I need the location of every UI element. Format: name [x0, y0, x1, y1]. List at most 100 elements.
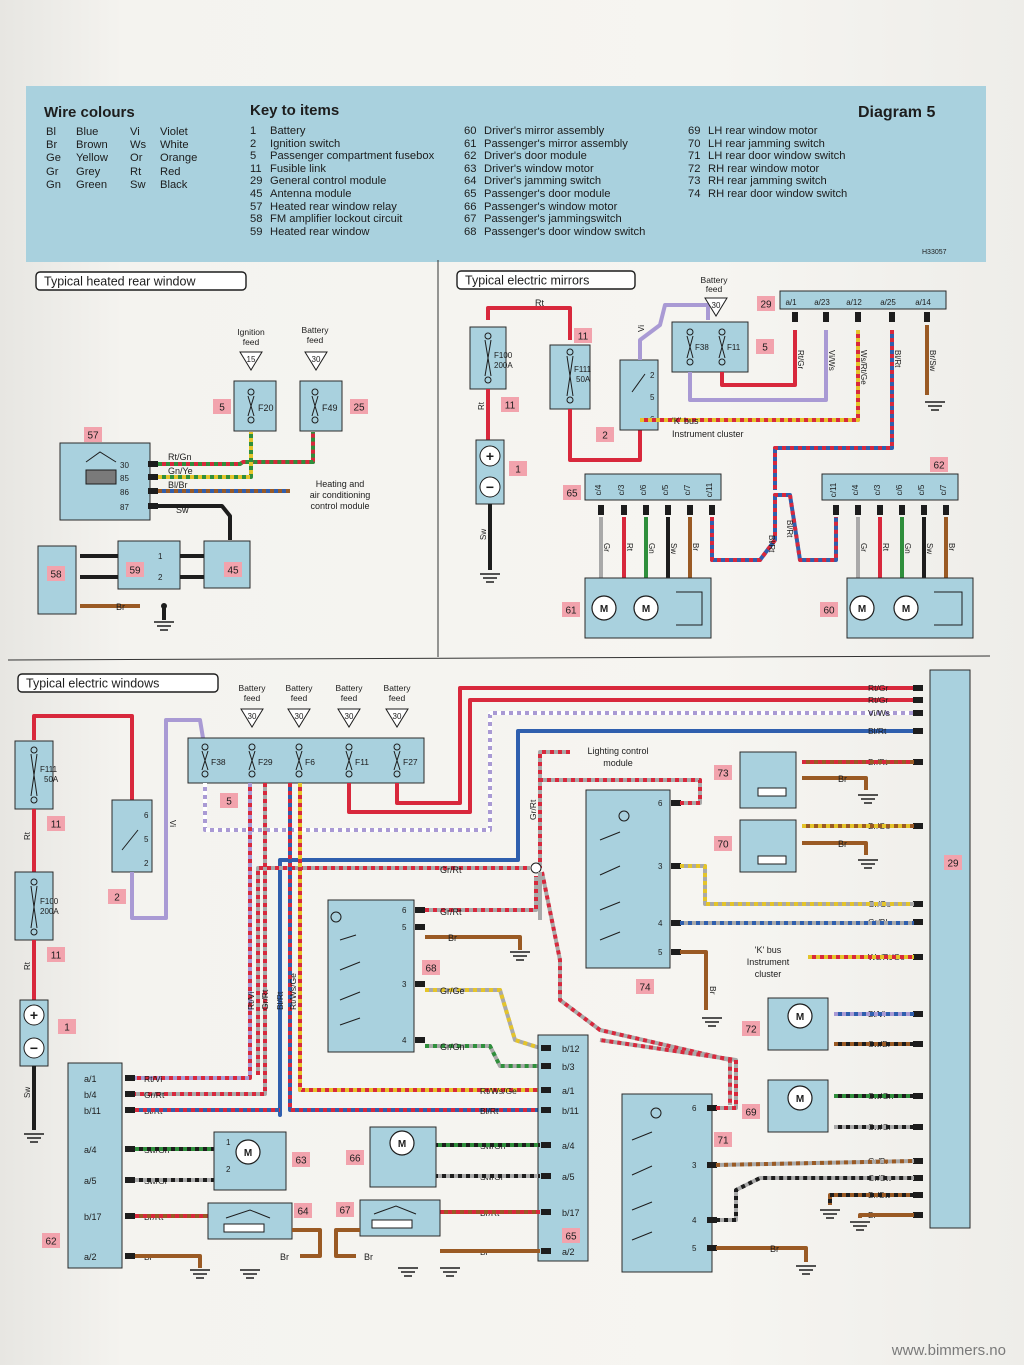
mirror60-heater: [934, 591, 963, 626]
wire-bl-rt-bus-stripe: [773, 330, 894, 490]
item-badge-63: 63: [295, 1156, 307, 1167]
feed-30-w-label: 30: [248, 712, 257, 721]
fusible-link-f100: [469, 326, 507, 390]
switch-contact-w: [121, 829, 139, 851]
gcm-pin: a/25: [880, 298, 896, 307]
fuse-f111: [566, 355, 574, 397]
dm62-window-pin: a/2: [84, 1252, 97, 1262]
key-item-number: 68: [464, 225, 477, 238]
fuse-label-f100-b: 200A: [494, 361, 513, 370]
fuse-label-f111: F111: [574, 365, 592, 374]
jamming-switch-64: [207, 1202, 293, 1240]
fuse-label-f38: F38: [695, 343, 709, 352]
mirror61-motor-2-label: M: [642, 604, 650, 615]
item-badge-59: 59: [129, 566, 141, 577]
item-badge-57-bg: [84, 427, 102, 442]
dm62-window-terminal: [125, 1146, 135, 1152]
fuse-f100-w-top: [30, 878, 38, 886]
fuse-w-F11-bottom: [345, 770, 353, 778]
gcm-terminal: [855, 312, 861, 322]
wire-rt-vi-stripe: [130, 783, 252, 1080]
dm65-pin: c/4: [594, 484, 603, 495]
mirror60-motor-1-label: M: [858, 604, 866, 615]
wire-br-c1: [858, 1213, 914, 1218]
feed-30-w-label: 30: [393, 712, 402, 721]
mirror61-motor-2: [633, 595, 659, 621]
dm62-terminal: [855, 505, 861, 515]
battery-w-minus: −: [30, 1040, 38, 1056]
item-badge-65-w-bg: [562, 1228, 580, 1243]
gcm-right-terminal: [913, 1158, 923, 1164]
fuse-label-f20: F20: [258, 403, 274, 413]
fuse-w-F11-top: [345, 743, 353, 751]
section-title-mirrors: Typical electric mirrors: [465, 274, 589, 288]
gcm-right-terminal: [913, 697, 923, 703]
wire-rt-switch: [568, 409, 642, 462]
switch-pin-w: 5: [144, 835, 149, 844]
feed-30-triangle: [304, 351, 328, 371]
wire-label-gr-rt-68: Gr/Rt: [440, 907, 462, 917]
reference-code: H33057: [922, 249, 947, 256]
mirror60-wire-label: Br: [947, 543, 956, 551]
gcm-29-mirrors: [779, 290, 947, 310]
dm62-pin: c/11: [829, 482, 838, 497]
dm65-window-terminal: [541, 1209, 551, 1215]
dm65-window-pin: a/5: [562, 1172, 575, 1182]
item-badge-64: 64: [297, 1207, 309, 1218]
switch68-terminal: [415, 981, 425, 987]
feed-15-triangle-label: 15: [247, 355, 256, 364]
item-badge-65: 65: [566, 489, 578, 500]
battery-negative: [479, 476, 501, 498]
fuse-w-F29-bottom: [248, 770, 256, 778]
dm65-window-terminal: [541, 1087, 551, 1093]
switch68-lamp: [330, 911, 342, 923]
dm65-pin: c/11: [705, 482, 714, 497]
item-badge-11-w1: 11: [51, 820, 62, 831]
gcm-wire-label: Vi/Ws: [827, 350, 836, 371]
wire-rt-gn: [158, 432, 315, 466]
feed-label-w-2: feed: [291, 693, 308, 703]
item-badge-61: 61: [565, 606, 577, 617]
wire-label-rt: Rt: [535, 298, 544, 308]
antenna-module-45: [203, 540, 251, 589]
wire-colour-code: Sw: [130, 178, 146, 191]
key-item-name: Heated rear window relay: [270, 200, 397, 213]
wire-gr-sw-a17-stripe: [716, 1176, 914, 1222]
key-item-name: Driver's window motor: [484, 162, 594, 175]
item-badge-72: 72: [745, 1025, 757, 1036]
gcm-terminal: [792, 312, 798, 322]
dm65-pin: c/5: [661, 484, 670, 495]
door-module-62-mirrors: [821, 473, 959, 501]
wire-colour-name: Yellow: [76, 152, 108, 165]
dm62-window-terminal: [125, 1177, 135, 1183]
lighting-label: Lighting control: [587, 746, 648, 756]
dm65-window-pin: a/4: [562, 1141, 575, 1151]
switch71-terminal: [707, 1105, 717, 1111]
item-badge-45-bg: [224, 562, 242, 577]
cluster-label: Instrument cluster: [672, 429, 744, 439]
key-item-number: 29: [250, 175, 263, 188]
section-title-heated: Typical heated rear window: [44, 275, 196, 289]
item-badge-11-w2-bg: [47, 947, 65, 962]
switch74-pin: 5: [658, 948, 663, 957]
dm62-terminal: [943, 505, 949, 515]
wire-ws-rt-ge-stripe: [640, 330, 860, 422]
item-badge-74: 74: [639, 983, 651, 994]
key-item-name: Passenger's door window switch: [484, 225, 646, 238]
mirror60-wire-label: Gr: [859, 543, 868, 552]
wire-vi-ws: [688, 330, 828, 402]
fuse-f38-bottom: [686, 358, 694, 366]
key-item-number: 64: [464, 175, 477, 188]
dm62-window-pin: a/4: [84, 1145, 97, 1155]
fuse-label-w: F6: [305, 757, 315, 767]
wire-colours-title: Wire colours: [44, 104, 135, 121]
wire-rt-gr-a1: [347, 698, 914, 814]
gcm-terminal: [889, 312, 895, 322]
mirror61-motor-1: [591, 595, 617, 621]
item-badge-1: 1: [515, 465, 521, 476]
wire-label-br-74: Br: [708, 986, 718, 995]
dm65-pin: c/6: [639, 484, 648, 495]
switch71-terminal: [707, 1245, 717, 1251]
jam64-element: [223, 1223, 265, 1233]
switch74-pin: 4: [658, 919, 663, 928]
